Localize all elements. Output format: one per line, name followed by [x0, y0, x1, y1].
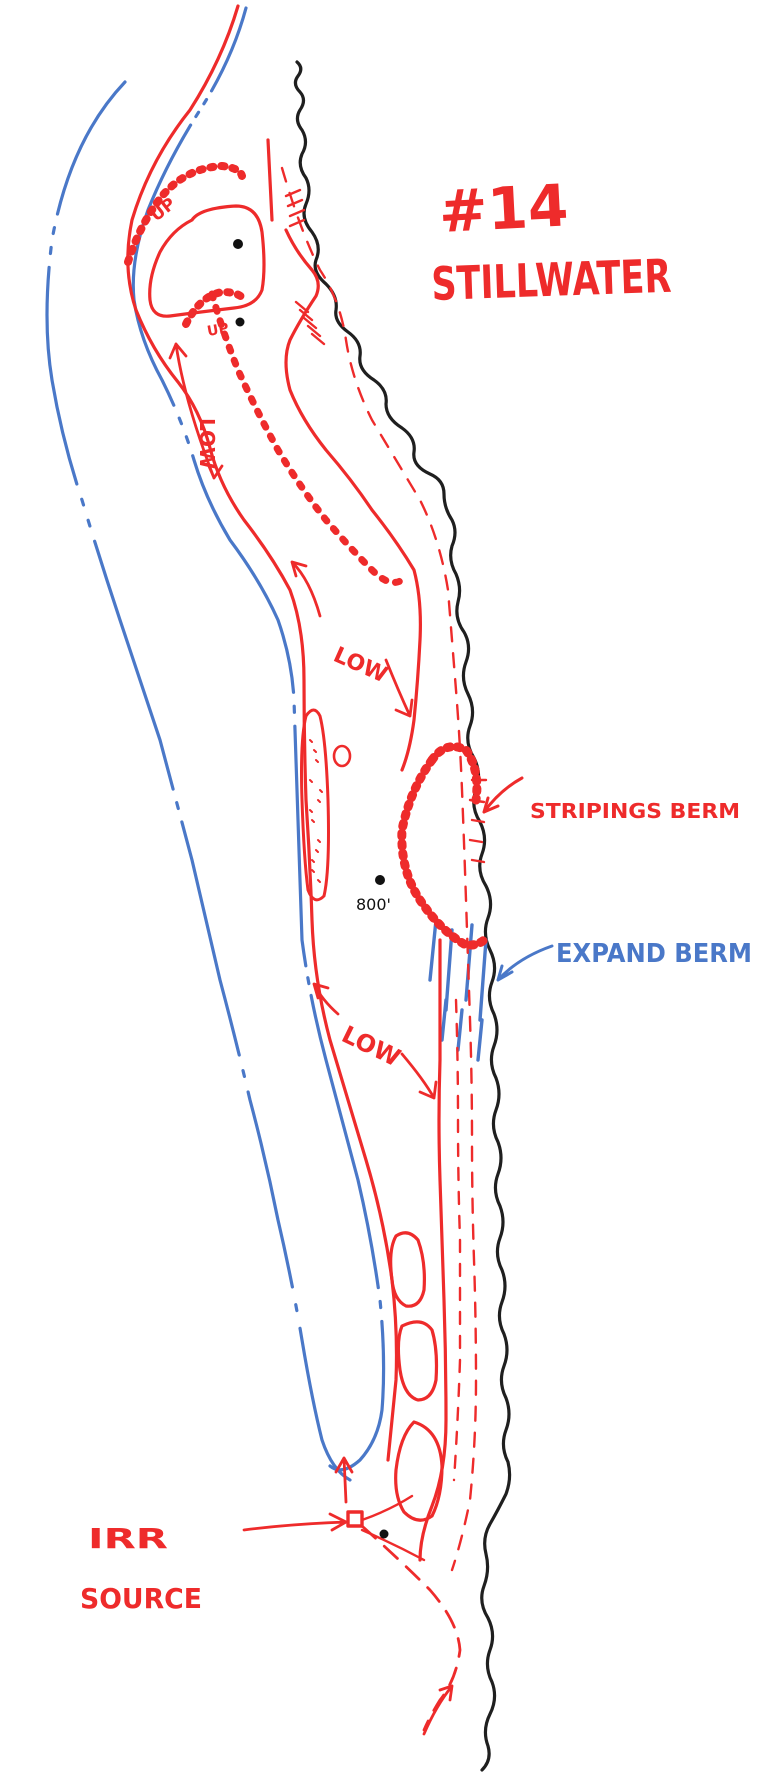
- irr-inflow-arrow: [422, 1684, 454, 1736]
- irr-feed-line: [360, 1524, 462, 1732]
- irr-branch-lines: [360, 1494, 426, 1562]
- tee-dot: [379, 1529, 389, 1539]
- mound-ridge-hatch: [208, 290, 406, 586]
- edge-hatch-upper: [284, 188, 326, 346]
- pin-dot-green: [233, 239, 243, 249]
- strippings-berm-ticks: [468, 778, 488, 864]
- small-oval-marker: [332, 744, 352, 768]
- water-lines: [45, 6, 554, 1482]
- expand-berm-arrow: [496, 944, 554, 982]
- creek-bank-inner: [131, 6, 386, 1472]
- marker-dots: [233, 239, 389, 1539]
- property-boundary-line: [293, 60, 512, 1772]
- dashed-limit-line-2: [452, 998, 462, 1482]
- strippings-berm-arrow: [482, 776, 524, 814]
- irr-feed-arrow-up: [334, 1456, 354, 1504]
- label-irr-source-line2: SOURCE: [80, 1582, 202, 1615]
- green-lower-hatch: [182, 288, 248, 328]
- fairway-left-edge: [126, 4, 399, 1462]
- bunker-stipple: [309, 739, 323, 883]
- annotations: UP UP LOW LOW LOW 800' STRIPINGS BERM EX…: [80, 194, 752, 1615]
- creek-bank-outer: [45, 80, 352, 1482]
- fairway-bunker: [300, 708, 330, 902]
- fairway-right-edge: [266, 138, 422, 772]
- strippings-berm-upper: [427, 742, 482, 805]
- label-irr-source-line1: IRR: [88, 1522, 168, 1555]
- label-up-lower: UP: [206, 320, 230, 340]
- label-low-middle: LOW: [330, 643, 392, 689]
- dashed-limit-line: [280, 166, 478, 1572]
- strippings-berm: [397, 755, 493, 950]
- irr-source-marker: [346, 1510, 364, 1528]
- low-arrow-top: [168, 342, 224, 480]
- label-low-bottom: LOW: [337, 1020, 404, 1072]
- expand-berm-marks: [428, 918, 488, 1062]
- label-expand-berm: EXPAND BERM: [556, 939, 752, 969]
- label-yardage: 800': [356, 895, 391, 914]
- label-low-top: LOW: [195, 418, 219, 469]
- green-outline: [148, 204, 266, 318]
- pin-dot-lower: [235, 317, 245, 327]
- yardage-dot: [375, 875, 385, 885]
- fairway-right-edge-lower: [418, 938, 448, 1562]
- low-arrow-bottom: [312, 982, 438, 1100]
- irr-source-pointer: [242, 1512, 348, 1532]
- low-arrow-middle: [290, 560, 414, 718]
- course-name: STILLWATER: [430, 249, 672, 311]
- green-upper-hatch: [124, 162, 246, 266]
- tee-box-1: [389, 1231, 426, 1308]
- label-strippings-berm: STRIPINGS BERM: [530, 799, 740, 823]
- tee-box-3: [394, 1420, 444, 1522]
- design-lines: [124, 4, 524, 1736]
- hole-number: #14: [437, 171, 570, 246]
- tee-box-2: [396, 1320, 439, 1402]
- title-group: #14 STILLWATER: [430, 171, 672, 311]
